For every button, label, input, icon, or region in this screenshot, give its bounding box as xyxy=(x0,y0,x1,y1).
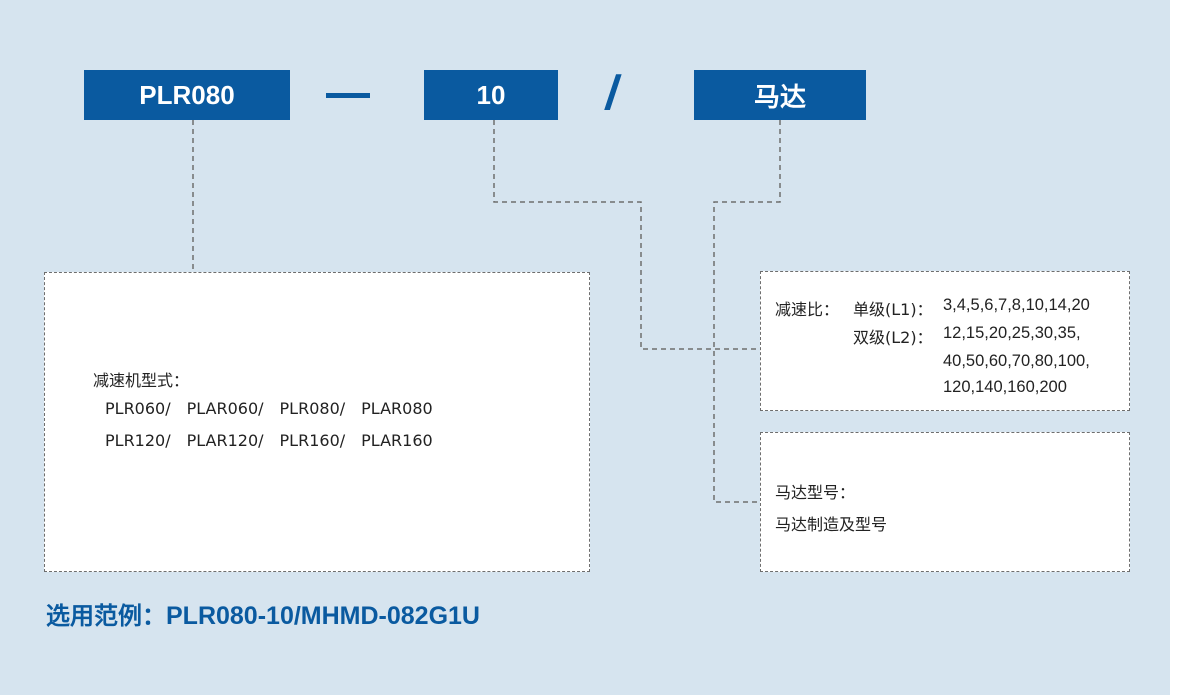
single-stage-values: 3,4,5,6,7,8,10,14,20 xyxy=(943,296,1090,314)
selection-example: 选用范例：PLR080-10/MHMD-082G1U xyxy=(46,596,480,631)
motor-model-description: 马达制造及型号 xyxy=(775,515,888,534)
motor-code-box: 马达 xyxy=(694,70,866,120)
model-item: PLAR160 xyxy=(361,431,433,450)
ratio-code-box: 10 xyxy=(424,70,558,120)
dash-separator xyxy=(326,93,370,98)
model-code-text: PLR080 xyxy=(139,79,235,110)
motor-model-panel: 马达型号： 马达制造及型号 xyxy=(760,432,1130,572)
double-stage-values: 120,140,160,200 xyxy=(943,378,1067,396)
motor-code-text: 马达 xyxy=(753,81,806,112)
model-item: PLR160/ xyxy=(279,431,346,450)
model-item: PLR080/ xyxy=(279,399,346,418)
ratio-connector xyxy=(493,120,760,350)
motor-model-label: 马达型号： xyxy=(775,483,856,502)
single-stage-label: 单级(L1)： xyxy=(853,300,933,319)
double-stage-values: 12,15,20,25,30,35, xyxy=(943,324,1081,342)
model-list-row: PLR060/ PLAR060/ PLR080/ PLAR080 xyxy=(105,399,449,418)
model-item: PLAR120/ xyxy=(186,431,264,450)
reduction-ratio-label: 减速比： xyxy=(775,300,840,319)
model-list-row: PLR120/ PLAR120/ PLR160/ PLAR160 xyxy=(105,431,449,450)
ratio-code-text: 10 xyxy=(476,79,506,110)
double-stage-values: 40,50,60,70,80,100, xyxy=(943,352,1090,370)
model-item: PLR120/ xyxy=(105,431,171,450)
model-type-panel: 减速机型式： PLR060/ PLAR060/ PLR080/ PLAR080 … xyxy=(44,272,590,572)
model-item: PLR060/ xyxy=(105,399,171,418)
example-code: PLR080-10/MHMD-082G1U xyxy=(166,602,480,630)
reduction-ratio-panel: 减速比： 单级(L1)： 3,4,5,6,7,8,10,14,20 双级(L2)… xyxy=(760,271,1130,411)
motor-connector xyxy=(713,120,781,503)
model-item: PLAR080 xyxy=(361,399,433,418)
double-stage-label: 双级(L2)： xyxy=(853,328,933,347)
model-item: PLAR060/ xyxy=(186,399,264,418)
model-type-label: 减速机型式： xyxy=(93,371,190,390)
example-prefix: 选用范例： xyxy=(46,602,166,630)
model-code-box: PLR080 xyxy=(84,70,290,120)
